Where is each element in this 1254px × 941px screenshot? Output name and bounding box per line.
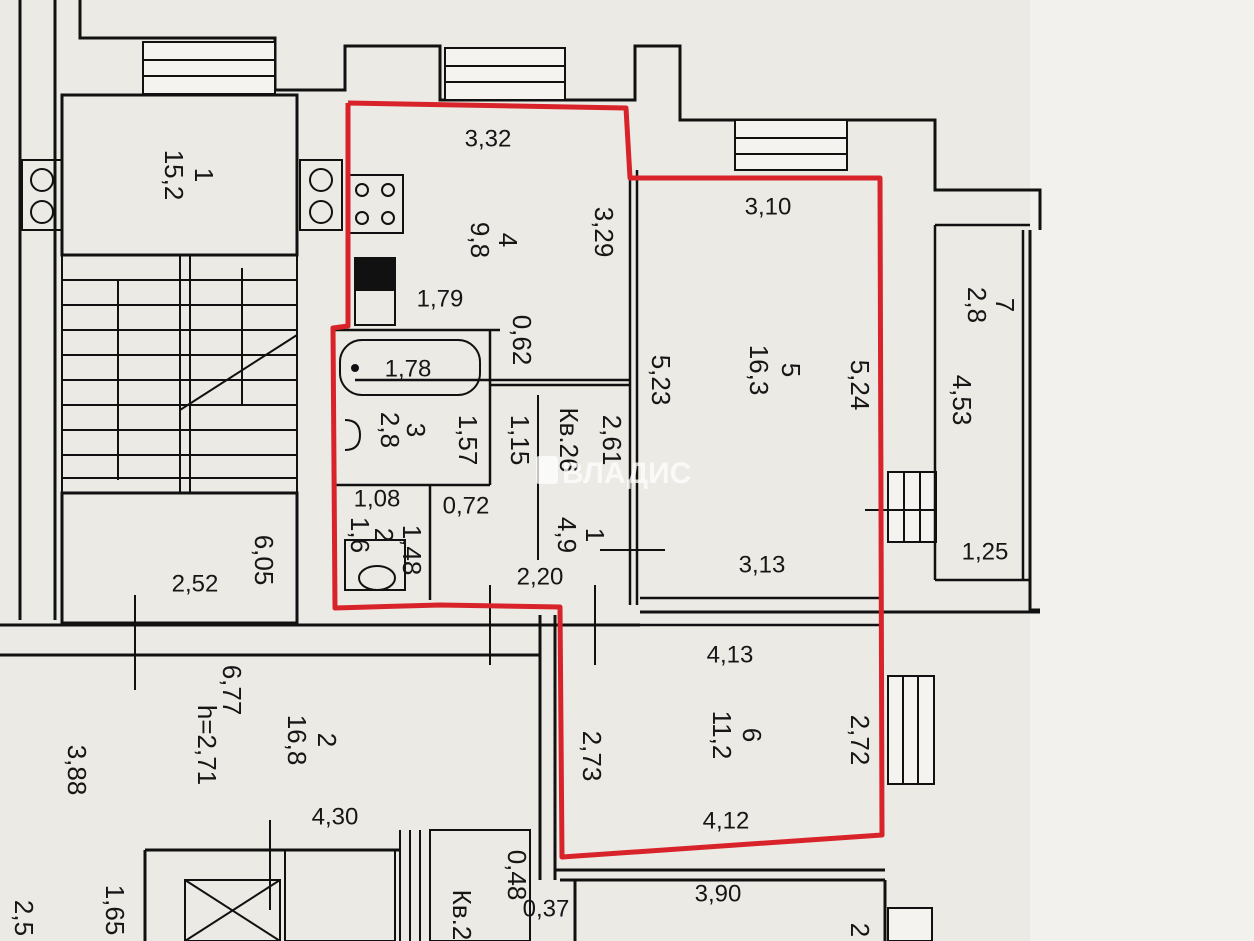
dim-kitchen-top: 3,32 — [465, 125, 512, 152]
dim-living-left: 5,23 — [646, 355, 676, 406]
height-label: h=2,71 — [192, 705, 222, 785]
dim-stair2-c: 1,65 — [100, 885, 130, 936]
room-label-3: 2,8 3 — [375, 412, 431, 448]
dim-bedroom-top: 4,13 — [707, 641, 754, 668]
dim-kitchen-right: 3,29 — [589, 207, 619, 258]
svg-text:2: 2 — [369, 528, 399, 542]
room-label-5: 16,3 5 — [744, 345, 806, 396]
svg-text:1,57: 1,57 — [453, 415, 483, 466]
dim-edge-a: 2 — [845, 923, 875, 937]
dim-bath-height: 1,57 — [453, 415, 483, 466]
svg-text:7: 7 — [990, 298, 1020, 312]
room-label-1-hall: 4,9 1 — [552, 517, 610, 553]
svg-text:16,3: 16,3 — [744, 345, 774, 396]
dim-wc-side: 1,48 — [397, 525, 427, 576]
dim-balcony-width: 1,25 — [962, 538, 1009, 565]
watermark: ВЛАДИС — [536, 456, 691, 490]
interior-walls — [335, 170, 1030, 627]
svg-text:3: 3 — [401, 423, 431, 437]
windows — [142, 41, 937, 941]
svg-text:1: 1 — [580, 528, 610, 542]
staircase-2 — [184, 829, 531, 941]
svg-text:4,9: 4,9 — [552, 517, 582, 553]
dim-stair-total: 6,77 — [217, 665, 247, 716]
svg-text:h=2,71: h=2,71 — [192, 705, 222, 785]
svg-text:1,65: 1,65 — [100, 885, 130, 936]
svg-text:2: 2 — [845, 923, 875, 937]
dim-wc-top: 1,08 — [354, 485, 401, 512]
svg-text:1: 1 — [189, 168, 219, 182]
svg-text:2,8: 2,8 — [962, 287, 992, 323]
room-label-6: 11,2 6 — [707, 711, 767, 760]
svg-text:1,15: 1,15 — [505, 415, 535, 466]
svg-text:4,53: 4,53 — [947, 375, 977, 426]
apartment-outline — [330, 100, 885, 860]
svg-text:2,72: 2,72 — [845, 715, 875, 766]
dim-wc-door: 0,72 — [443, 492, 490, 519]
dim-balcony-length: 4,53 — [947, 375, 977, 426]
svg-text:1,6: 1,6 — [345, 517, 375, 553]
paper-margin — [1030, 0, 1254, 941]
dim-stair2-a: 3,88 — [62, 745, 92, 796]
svg-text:5,24: 5,24 — [845, 360, 875, 411]
dim-bedroom-left: 2,73 — [577, 731, 607, 782]
watermark-logo-icon — [536, 456, 558, 484]
dimension-ticks — [134, 509, 935, 910]
svg-text:9,8: 9,8 — [465, 222, 495, 258]
dim-bath-tub: 1,78 — [385, 355, 432, 382]
room-label-2-wc: 1,6 2 — [345, 517, 399, 553]
svg-text:3,88: 3,88 — [62, 745, 92, 796]
room-label-1: 15,2 1 — [159, 150, 219, 201]
dim-hall-right: 2,61 — [597, 415, 627, 466]
dim-kitchen-small: 0,62 — [507, 315, 537, 366]
dim-neighbor-top: 3,90 — [695, 880, 742, 907]
svg-text:2,73: 2,73 — [577, 731, 607, 782]
room-label-4: 9,8 4 — [465, 222, 523, 258]
svg-text:3,29: 3,29 — [589, 207, 619, 258]
dim-small-a: 0,48 — [502, 850, 532, 901]
svg-text:Кв.2: Кв.2 — [447, 890, 477, 941]
svg-text:2,8: 2,8 — [375, 412, 405, 448]
svg-text:6: 6 — [737, 728, 767, 742]
neighbor-apartment-label: Кв.2 — [447, 890, 477, 941]
svg-text:2: 2 — [312, 733, 342, 747]
svg-text:15,2: 15,2 — [159, 150, 189, 201]
dim-small-b: 0,37 — [523, 895, 570, 922]
svg-text:5: 5 — [776, 363, 806, 377]
dim-kitchen-niche: 1,79 — [417, 285, 464, 312]
dim-edge-b: 2,5 — [9, 900, 39, 936]
svg-text:1,48: 1,48 — [397, 525, 427, 576]
dim-bath-width: 1,15 — [505, 415, 535, 466]
svg-text:ВЛАДИС: ВЛАДИС — [562, 457, 691, 490]
dim-stair2-b: 4,30 — [312, 803, 359, 830]
dim-bedroom-bottom: 4,12 — [703, 807, 750, 834]
dim-living-bottom: 3,13 — [739, 551, 786, 578]
svg-text:4: 4 — [493, 233, 523, 247]
svg-text:6,05: 6,05 — [249, 535, 279, 586]
svg-text:2,61: 2,61 — [597, 415, 627, 466]
svg-text:16,8: 16,8 — [282, 715, 312, 766]
dim-living-right: 5,24 — [845, 360, 875, 411]
dim-stair1-height: 6,05 — [249, 535, 279, 586]
svg-text:0,48: 0,48 — [502, 850, 532, 901]
svg-text:Кв.26: Кв.26 — [554, 407, 584, 472]
room-label-2-stair: 16,8 2 — [282, 715, 342, 766]
dim-living-top: 3,10 — [745, 193, 792, 220]
dim-hall-bottom: 2,20 — [517, 563, 564, 590]
svg-text:5,23: 5,23 — [646, 355, 676, 406]
svg-text:2,5: 2,5 — [9, 900, 39, 936]
dim-stair1-width: 2,52 — [172, 570, 219, 597]
apartment-label: Кв.26 — [554, 407, 584, 472]
svg-text:0,62: 0,62 — [507, 315, 537, 366]
room-label-7: 2,8 7 — [962, 287, 1020, 323]
svg-text:6,77: 6,77 — [217, 665, 247, 716]
svg-text:11,2: 11,2 — [707, 711, 737, 760]
dim-bedroom-right: 2,72 — [845, 715, 875, 766]
